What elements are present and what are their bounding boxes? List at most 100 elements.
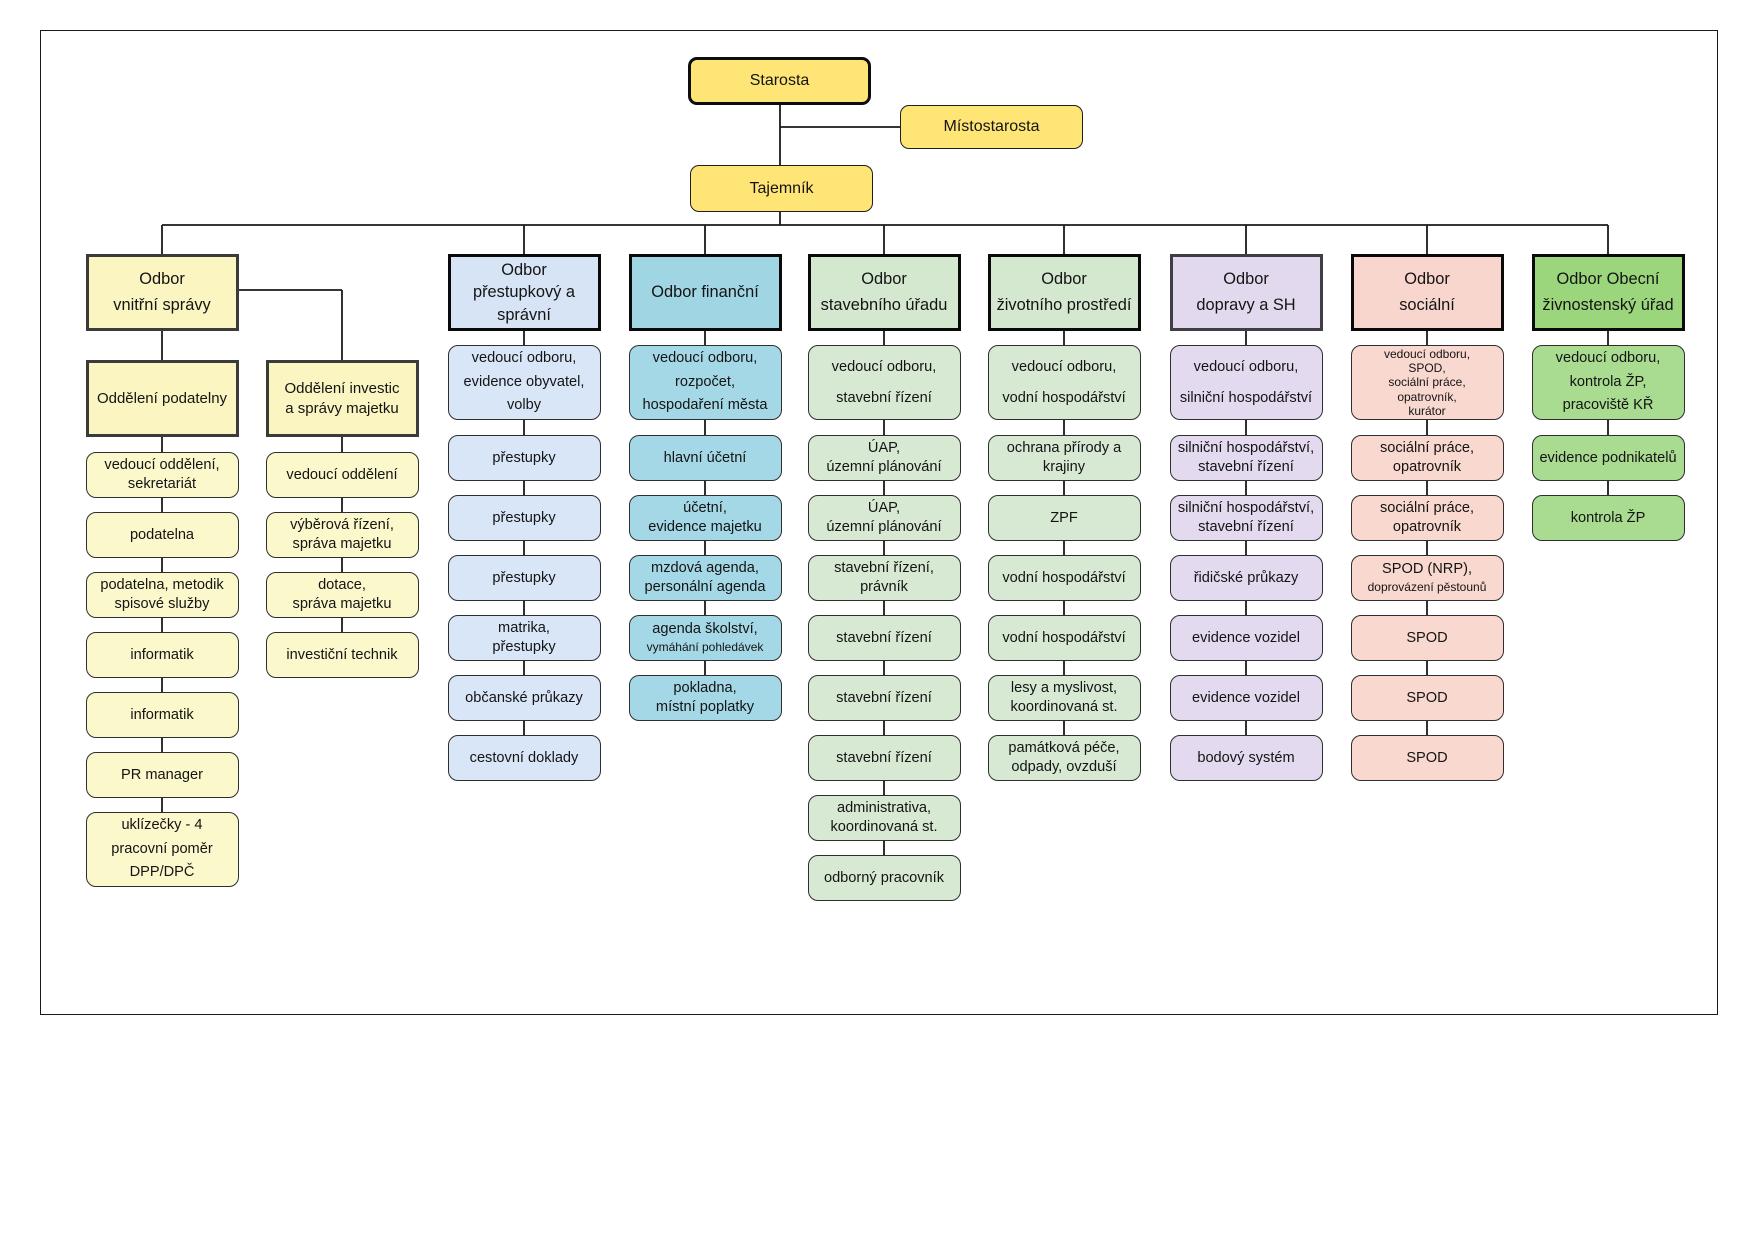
node-label: řidičské průkazy [1193, 569, 1299, 586]
node-label: DPP/DPČ [129, 864, 195, 881]
node-label: ÚAP, [867, 499, 901, 516]
org-node-internal-0-3: informatik [85, 632, 239, 678]
node-label: dotace, [318, 576, 366, 593]
node-label: vodní hospodářství [1002, 389, 1126, 406]
org-node-dopravy-1: silniční hospodářství,stavební řízení [1169, 435, 1323, 481]
node-label: Místostarosta [943, 118, 1040, 135]
node-label: Odbor [1404, 270, 1450, 289]
node-label: Oddělení investic [284, 379, 400, 397]
org-node-internal-1-0: vedoucí oddělení [265, 452, 419, 498]
org-node-financni-0: vedoucí odboru,rozpočet,hospodaření měst… [628, 345, 782, 420]
org-node-prestupkovy-6: cestovní doklady [447, 735, 601, 781]
node-label: vodní hospodářství [1002, 629, 1126, 646]
node-label: stavební řízení [836, 749, 932, 766]
node-label: administrativa, [836, 799, 932, 816]
org-node-internal-0-0: vedoucí oddělení,sekretariát [85, 452, 239, 498]
node-label: agenda školství, [652, 621, 758, 638]
node-label: Odbor [1223, 270, 1269, 289]
org-node-stavebni-3: stavební řízení,právník [807, 555, 961, 601]
node-label: SPOD [1406, 629, 1448, 646]
node-label: Odbor [1041, 270, 1087, 289]
node-label: doprovázení pěstounů [1367, 579, 1487, 594]
node-label: přestupky [492, 639, 556, 655]
node-label: územní plánování [826, 459, 942, 475]
org-node-prestupkovy-0: vedoucí odboru,evidence obyvatel,volby [447, 345, 601, 420]
org-node-zivnostensky-2: kontrola ŽP [1531, 495, 1685, 541]
node-label: stavební řízení [1198, 519, 1294, 535]
org-node-socialni-3: SPOD (NRP),doprovázení pěstounů [1350, 555, 1504, 601]
node-label: vedoucí odboru, [1193, 358, 1299, 375]
org-node-financni-4: agenda školství,vymáhání pohledávek [628, 615, 782, 661]
org-node-zivotni-2: ZPF [987, 495, 1141, 541]
org-node-stavebni-5: stavební řízení [807, 675, 961, 721]
org-node-socialni-0: vedoucí odboru,SPOD,sociální práce,opatr… [1350, 345, 1504, 420]
node-mistostarosta: Místostarosta [900, 105, 1083, 149]
node-label: pracovní poměr [111, 840, 213, 857]
node-label: pokladna, [673, 679, 737, 696]
org-node-prestupkovy-3: přestupky [447, 555, 601, 601]
node-label: evidence vozidel [1192, 629, 1300, 646]
node-label: sociální práce, [1388, 375, 1466, 390]
node-label: správa majetku [292, 596, 392, 612]
org-node-socialni-2: sociální práce,opatrovník [1350, 495, 1504, 541]
org-node-stavebni-7: administrativa, koordinovaná st. [807, 795, 961, 841]
node-label: hlavní účetní [663, 449, 747, 466]
node-label: rozpočet, [674, 373, 736, 390]
chart-frame [40, 30, 1718, 1015]
node-label: evidence vozidel [1192, 689, 1300, 706]
org-node-dopravy-4: evidence vozidel [1169, 615, 1323, 661]
node-label: živnostenský úřad [1542, 295, 1674, 314]
org-node-socialni-1: sociální práce,opatrovník [1350, 435, 1504, 481]
node-label: vedoucí oddělení, [104, 456, 220, 473]
node-label: dopravy a SH [1196, 295, 1296, 314]
node-label: silniční hospodářství, [1177, 499, 1315, 516]
org-node-dopravy-2: silniční hospodářství, stavební řízení [1169, 495, 1323, 541]
org-node-internal-1-3: investiční technik [265, 632, 419, 678]
org-node-financni-2: účetní,evidence majetku [628, 495, 782, 541]
node-label: Odbor [501, 260, 547, 279]
node-label: lesy a myslivost, [1010, 679, 1118, 696]
node-label: evidence obyvatel, [463, 373, 585, 390]
node-label: ÚAP, [867, 439, 901, 456]
node-label: Tajemník [749, 179, 814, 197]
node-label: vedoucí oddělení [286, 466, 398, 483]
node-label: Oddělení podatelny [96, 389, 228, 407]
node-label: koordinovaná st. [830, 819, 938, 835]
org-node-zivnostensky-1: evidence podnikatelů [1531, 435, 1685, 481]
node-tajemnik: Tajemník [690, 165, 873, 212]
node-label: přestupky [492, 569, 556, 586]
node-label: vedoucí odboru, [471, 350, 577, 367]
node-label: evidence podnikatelů [1539, 449, 1677, 466]
node-label: přestupky [492, 509, 556, 526]
org-node-prestupkovy-1: přestupky [447, 435, 601, 481]
node-label: sociální práce, [1379, 499, 1475, 516]
org-node-zivotni-6: památková péče,odpady, ovzduší [987, 735, 1141, 781]
org-node-prestupkovy-5: občanské průkazy [447, 675, 601, 721]
node-label: vymáhání pohledávek [646, 639, 764, 654]
node-label: účetní, [683, 499, 727, 516]
node-label: vedoucí odboru, [652, 350, 758, 367]
node-label: stavební řízení [1198, 459, 1294, 475]
node-label: pracoviště KŘ [1562, 397, 1654, 414]
node-label: vedoucí odboru, [1011, 358, 1117, 375]
node-label: Odbor finanční [651, 283, 759, 302]
org-node-financni-1: hlavní účetní [628, 435, 782, 481]
node-label: přestupkový a [472, 283, 576, 302]
org-node-zivnostensky-0: vedoucí odboru,kontrola ŽP,pracoviště KŘ [1531, 345, 1685, 420]
node-label: matrika, [498, 619, 550, 636]
node-label: kontrola ŽP [1570, 509, 1646, 526]
node-label: SPOD [1406, 689, 1448, 706]
node-label: správa majetku [292, 536, 392, 552]
node-label: vedoucí odboru, [831, 358, 937, 375]
node-label: podatelna, metodik [100, 576, 224, 593]
section-0: Oddělení podatelny [85, 360, 239, 437]
node-label: územní plánování [826, 519, 942, 535]
